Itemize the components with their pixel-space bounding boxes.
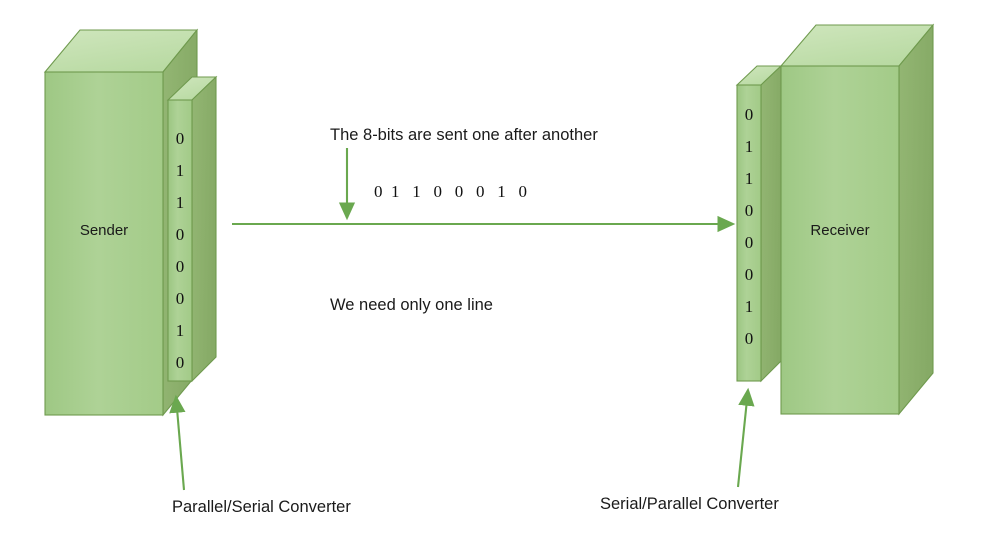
sender-bitcol-front-face (167, 99, 193, 382)
receiver-box-front-face (780, 65, 900, 415)
serial-parallel-converter-label: Serial/Parallel Converter (600, 495, 779, 513)
receiver-bitcol-front-face (736, 84, 762, 382)
sender-bit: 0 (175, 128, 185, 148)
sender-box-front-face (44, 71, 164, 416)
one-line-note: We need only one line (330, 296, 493, 314)
sender-bit: 1 (175, 192, 185, 212)
serial-parallel-converter-arrow (736, 387, 755, 488)
sender-bit: 1 (175, 160, 185, 180)
sender-bitcol-side-face (191, 75, 217, 383)
receiver-bitcol-side-face (760, 64, 782, 383)
receiver-bit: 1 (744, 296, 754, 316)
sender-bit: 0 (175, 288, 185, 308)
parallel-serial-converter-label: Parallel/Serial Converter (172, 498, 351, 516)
receiver-bit: 1 (744, 136, 754, 156)
sender-label: Sender (79, 222, 129, 239)
receiver-bit: 0 (744, 104, 754, 124)
sender-bit-column-3d (166, 75, 218, 383)
receiver-box-3d (779, 23, 935, 416)
receiver-bit: 0 (744, 200, 754, 220)
receiver-label: Receiver (810, 222, 870, 239)
receiver-bit-stack: 0 1 1 0 0 0 1 0 (737, 98, 761, 354)
sender-bit: 0 (175, 224, 185, 244)
sender-bit-stack: 0 1 1 0 0 0 1 0 (168, 122, 192, 378)
receiver-box-side-face (898, 23, 934, 416)
sender-bit: 0 (175, 256, 185, 276)
channel-caption: The 8-bits are sent one after another (330, 126, 598, 144)
parallel-serial-converter-arrow (169, 394, 186, 491)
sender-bit: 1 (175, 320, 185, 340)
receiver-bit: 0 (744, 232, 754, 252)
receiver-bit: 1 (744, 168, 754, 188)
receiver-bit: 0 (744, 328, 754, 348)
sender-bit: 0 (175, 352, 185, 372)
receiver-bit: 0 (744, 264, 754, 284)
serial-bit-stream: 0 1 1 0 0 0 1 0 (374, 182, 527, 201)
